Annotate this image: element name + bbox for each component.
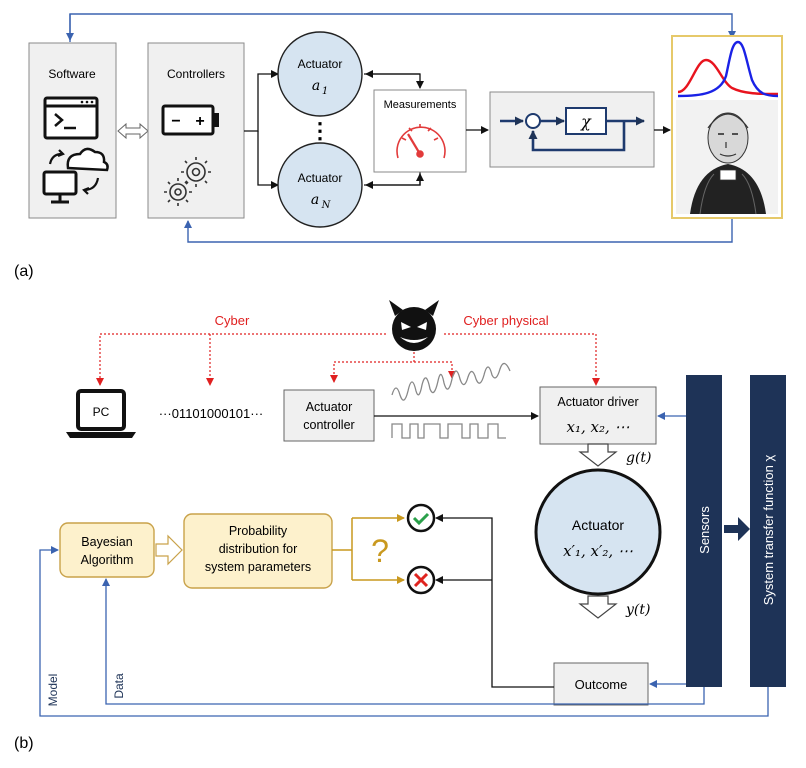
outcome-to-check <box>435 514 554 688</box>
cyber-label: Cyber <box>215 313 250 328</box>
cloud-sync-icon <box>42 147 109 204</box>
gears-icon <box>164 157 211 206</box>
cross-icon <box>406 565 436 595</box>
check-icon <box>406 503 436 533</box>
analog-signal <box>391 362 511 401</box>
actuator-top-to-measurements <box>364 73 424 89</box>
data-feedback-line <box>102 578 705 705</box>
actuator-bottom-subscript: N <box>321 200 332 211</box>
terminal-icon <box>43 96 99 140</box>
actuator-bottom-symbol: a <box>311 192 319 208</box>
sensors-bar: Sensors <box>686 375 722 687</box>
actuator-bottom-title: Actuator <box>298 171 343 185</box>
actuator-driver-title: Actuator driver <box>557 395 638 409</box>
ctrl-to-actuator-bottom <box>257 131 279 189</box>
actuator-title: Actuator <box>572 517 624 533</box>
software-box: Software <box>28 42 117 219</box>
probability-distribution-box: Probability distribution for system para… <box>183 513 333 589</box>
bayes-panel <box>671 35 783 219</box>
digital-signal <box>391 423 506 439</box>
actuator-controller-line2: controller <box>303 418 354 432</box>
actuator-top-subscript: 1 <box>322 86 328 97</box>
actuator-driver-box: Actuator driver x₁, x₂, ⋯ <box>539 386 657 445</box>
model-feedback-line <box>39 546 769 717</box>
panel-b: Cyber Cyber physical PC ···01101000101··… <box>14 300 786 752</box>
bayes-to-prob-arrow <box>155 534 183 566</box>
actuator-controller-box: Actuator controller <box>283 389 375 442</box>
cyber-attack-pc <box>96 333 386 386</box>
panel-b-label: (b) <box>14 735 34 752</box>
sensors-to-transfer-arrow <box>724 517 750 541</box>
cyber-physical-label: Cyber physical <box>463 313 548 328</box>
battery-minus: − <box>171 113 180 130</box>
actuator-driver-vars: x₁, x₂, ⋯ <box>566 418 629 436</box>
decision-bracket <box>332 518 353 580</box>
actuator-circle: Actuator x′₁, x′₂, ⋯ <box>534 468 662 596</box>
measurements-to-actuator-bottom <box>365 172 421 189</box>
pc-label: PC <box>93 405 110 419</box>
gauge-icon <box>396 124 446 159</box>
actuator-top: Actuator a 1 <box>277 31 363 117</box>
bottom-feedback-line <box>184 218 733 243</box>
software-controllers-double-arrow <box>117 122 149 140</box>
actuator-top-title: Actuator <box>298 57 343 71</box>
system-transfer-bar: System transfer function χ <box>750 375 786 687</box>
prob-line3: system parameters <box>205 560 311 574</box>
portrait-engraving <box>676 100 778 215</box>
actuator-bottom-to-measurements <box>364 173 424 186</box>
panel-a-label: (a) <box>14 263 34 280</box>
battery-icon: − + <box>161 104 219 136</box>
ctrl-to-actuator-top <box>244 70 279 132</box>
actuator-top-symbol: a <box>312 78 320 94</box>
attack-controller <box>330 352 415 383</box>
sensors-label: Sensors <box>697 506 712 554</box>
devil-icon <box>389 300 439 351</box>
feedback-loop-box: χ <box>489 91 655 168</box>
model-label: Model <box>46 674 60 707</box>
software-title: Software <box>48 67 96 81</box>
prob-line1: Probability <box>229 524 288 538</box>
bitstream: ···01101000101··· <box>159 406 264 421</box>
panel-a: Software <box>14 13 783 280</box>
prob-line2: distribution for <box>219 542 298 556</box>
driver-to-actuator-arrow <box>578 443 618 467</box>
bayesian-line2: Algorithm <box>81 553 134 567</box>
system-transfer-label: System transfer function χ <box>761 455 776 606</box>
actuator-vars: x′₁, x′₂, ⋯ <box>563 542 633 560</box>
g-of-t: g(t) <box>626 450 652 466</box>
y-of-t: y(t) <box>625 602 650 618</box>
actuator-to-outcome-arrow <box>578 595 618 619</box>
measurements-title: Measurements <box>384 99 457 111</box>
attack-signal <box>414 361 456 379</box>
controllers-title: Controllers <box>167 67 225 81</box>
actuator-bottom: Actuator a N <box>277 142 363 228</box>
outcome-box: Outcome <box>553 662 649 706</box>
bayesian-line1: Bayesian <box>81 535 132 549</box>
blue-distribution-curve <box>677 40 779 98</box>
controllers-box: Controllers − + <box>147 42 245 219</box>
actuator-controller-line1: Actuator <box>306 400 353 414</box>
actuator-ellipsis: ⋮ <box>309 118 331 143</box>
cyber-physical-attack-driver <box>444 333 600 386</box>
red-distribution-curve <box>677 58 779 96</box>
question-mark: ? <box>371 533 389 569</box>
top-feedback-line <box>69 13 736 42</box>
laptop-icon: PC <box>66 389 136 438</box>
outcome-label: Outcome <box>575 677 628 692</box>
measurements-box: Measurements <box>373 89 467 173</box>
bayesian-algorithm-box: Bayesian Algorithm <box>59 522 155 578</box>
feedback-chi: χ <box>580 112 592 131</box>
data-label: Data <box>112 673 126 699</box>
battery-plus: + <box>195 113 204 130</box>
